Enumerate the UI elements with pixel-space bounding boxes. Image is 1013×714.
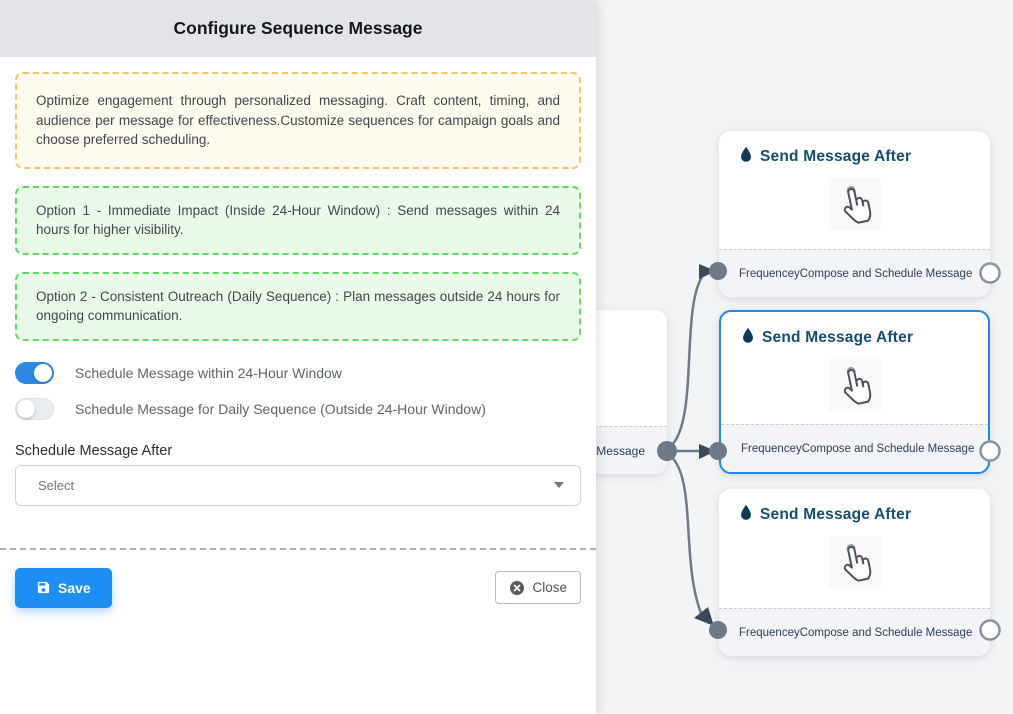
edge-to-node-1 — [666, 276, 704, 451]
description-note: Optimize engagement through personalized… — [15, 72, 581, 169]
option-2-text: Option 2 - Consistent Outreach (Daily Se… — [36, 288, 560, 324]
arrowhead-icon — [699, 444, 716, 459]
panel-header: Configure Sequence Message — [0, 0, 596, 57]
save-button-label: Save — [58, 579, 91, 596]
tap-gesture-icon — [828, 536, 881, 588]
node-title: Send Message After — [760, 506, 912, 523]
toggle-within-24h-label: Schedule Message within 24-Hour Window — [75, 364, 342, 381]
close-button[interactable]: Close — [495, 571, 581, 604]
arrowhead-icon — [699, 264, 716, 279]
droplet-icon — [739, 146, 753, 168]
node-body: Send Message After — [721, 312, 988, 424]
node-card-send-message-1[interactable]: Send Message After Frequ — [719, 131, 990, 297]
circle-x-icon — [509, 580, 525, 596]
node-card-send-message-2[interactable]: Send Message After Frequ — [719, 310, 990, 474]
configure-sequence-panel: Configure Sequence Message Optimize enga… — [0, 0, 596, 608]
page-title: Configure Sequence Message — [173, 18, 423, 38]
tap-gesture-icon — [828, 178, 881, 230]
node-footer: Frequencey Compose and Schedule Message — [719, 249, 990, 297]
toggle-row-daily-sequence: Schedule Message for Daily Sequence (Out… — [15, 397, 581, 420]
tap-gesture-icon — [828, 359, 881, 411]
droplet-icon — [739, 504, 753, 526]
button-row: Save Close — [15, 567, 581, 608]
toggle-row-24-hour: Schedule Message within 24-Hour Window — [15, 361, 581, 384]
option-1-note: Option 1 - Immediate Impact (Inside 24-H… — [15, 185, 581, 255]
node-body: Send Message After — [719, 489, 990, 608]
node-footer-label: ce Message — [580, 443, 645, 458]
toggle-within-24h[interactable] — [15, 361, 54, 384]
caret-down-icon — [554, 482, 564, 488]
node-card-send-message-3[interactable]: Send Message After Frequ — [719, 489, 990, 656]
toggle-daily-sequence[interactable] — [15, 397, 54, 420]
node-footer-frequency-label[interactable]: Frequencey — [739, 626, 800, 639]
close-button-label: Close — [532, 580, 567, 595]
node-footer-compose-label[interactable]: Compose and Schedule Message — [799, 626, 973, 639]
toggle-knob — [17, 399, 35, 418]
divider — [0, 547, 596, 550]
select-value: Select — [38, 477, 75, 493]
node-footer: Frequencey Compose and Schedule Message — [719, 608, 990, 656]
edge-to-node-3 — [666, 451, 703, 614]
description-text: Optimize engagement through personalized… — [36, 93, 560, 147]
option-1-text: Option 1 - Immediate Impact (Inside 24-H… — [36, 202, 560, 238]
schedule-after-label: Schedule Message After — [15, 442, 173, 459]
node-body: Send Message After — [719, 131, 990, 249]
node-title: Send Message After — [762, 329, 914, 346]
node-footer: Frequencey Compose and Schedule Message — [721, 424, 988, 472]
floppy-disk-icon — [36, 580, 51, 595]
arrowhead-icon — [694, 607, 714, 626]
toggle-daily-sequence-label: Schedule Message for Daily Sequence (Out… — [75, 400, 486, 417]
save-button[interactable]: Save — [15, 567, 112, 608]
node-footer-compose-label[interactable]: Compose and Schedule Message — [801, 442, 975, 455]
node-footer-frequency-label[interactable]: Frequencey — [741, 442, 802, 455]
node-footer-frequency-label[interactable]: Frequencey — [739, 267, 800, 280]
schedule-after-select[interactable]: Select — [15, 464, 581, 506]
droplet-icon — [741, 327, 755, 349]
node-title: Send Message After — [760, 148, 912, 165]
option-2-note: Option 2 - Consistent Outreach (Daily Se… — [15, 271, 581, 341]
toggle-knob — [34, 363, 52, 382]
node-footer-compose-label[interactable]: Compose and Schedule Message — [799, 267, 973, 280]
